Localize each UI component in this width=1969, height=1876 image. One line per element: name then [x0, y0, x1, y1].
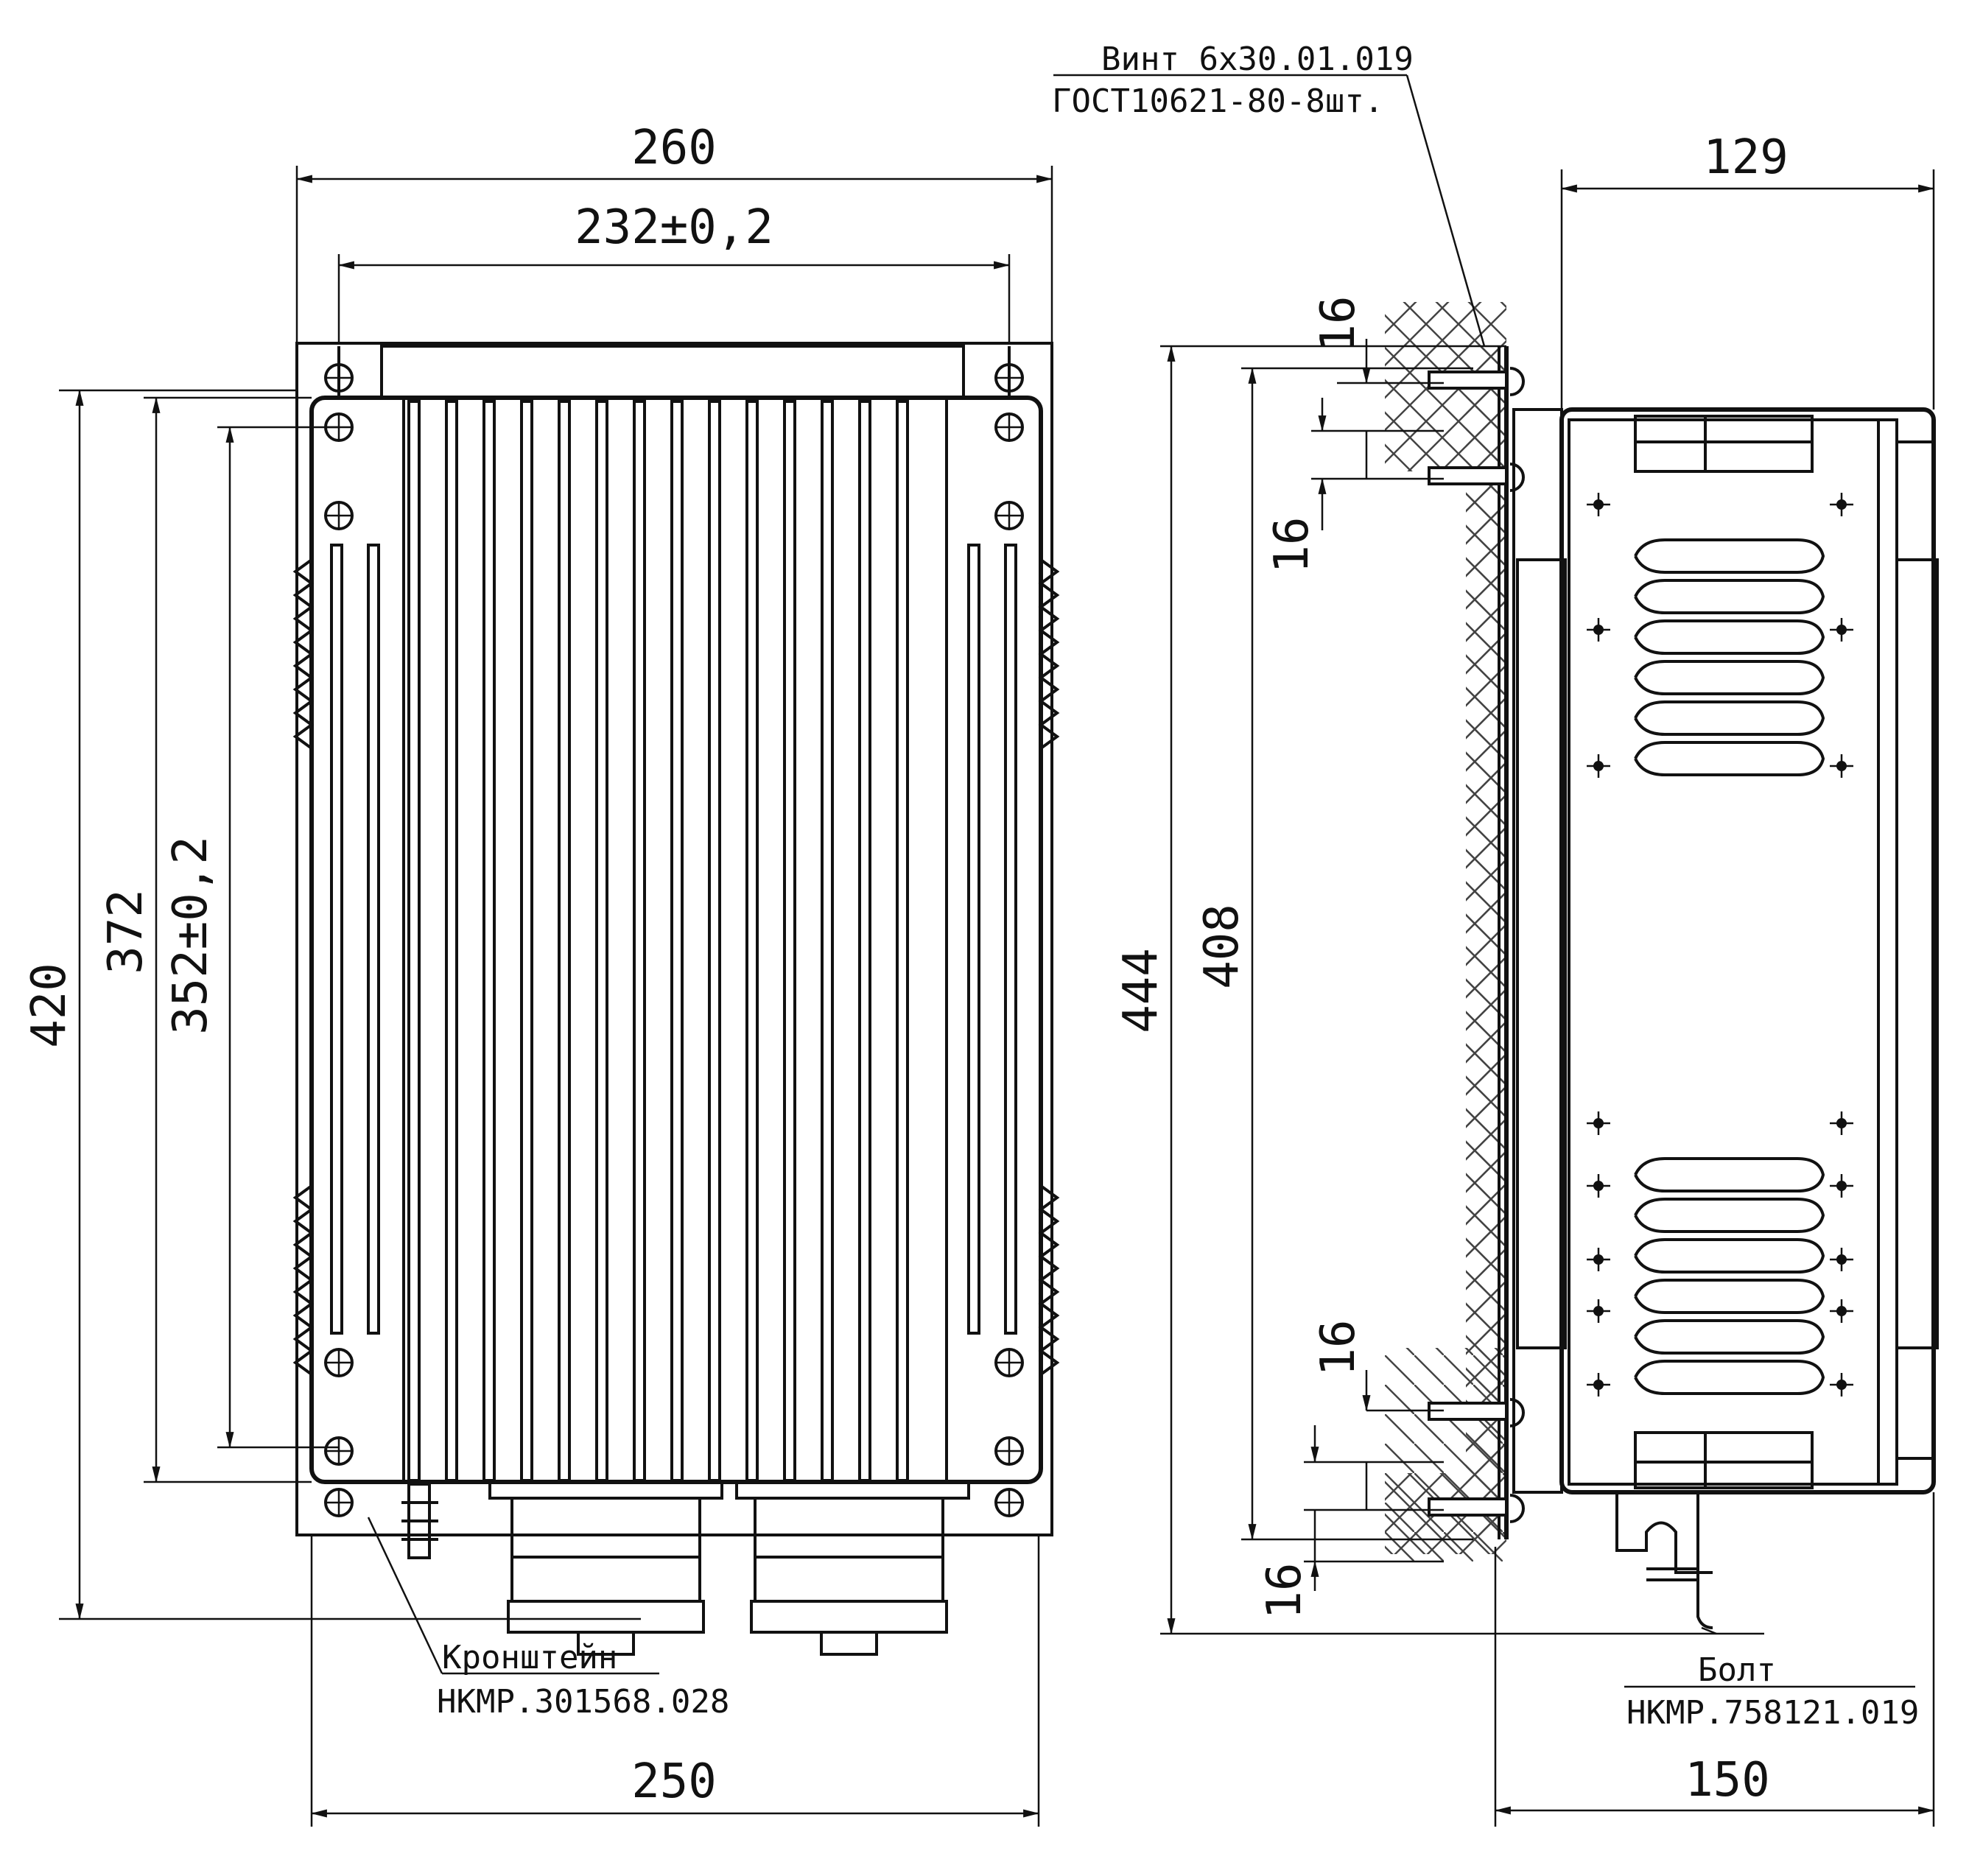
dim-bottom-offset-2: 16 — [1257, 1562, 1312, 1619]
mounting-hole — [994, 412, 1024, 442]
heat-sink-fins — [402, 398, 948, 1482]
side-serrations — [292, 558, 1060, 1376]
louvers — [1634, 538, 1825, 1395]
fin — [858, 400, 871, 1482]
serration — [1038, 558, 1060, 750]
fin — [783, 400, 796, 1482]
dim-depth-bottom: 150 — [1685, 1753, 1770, 1808]
louver — [1634, 1157, 1825, 1192]
rivet — [1587, 1373, 1610, 1397]
louver — [1634, 660, 1825, 695]
rivet — [1830, 1111, 1853, 1135]
louver — [1634, 700, 1825, 736]
mounting-hole — [324, 1436, 354, 1466]
mounting-hole — [324, 363, 354, 393]
louver — [1634, 1360, 1825, 1395]
mounting-hole — [324, 501, 354, 530]
rivet — [1587, 754, 1610, 778]
mounting-hole — [324, 1488, 354, 1517]
mounting-hole — [994, 1436, 1024, 1466]
dim-top-offset-1: 16 — [1311, 295, 1366, 352]
rivet — [1830, 618, 1853, 642]
bracket-callout-line1: Кронштейн — [442, 1639, 617, 1676]
top-bracket-strip — [380, 345, 965, 399]
rivet — [1587, 1248, 1610, 1271]
dim-overall-height: 420 — [22, 963, 77, 1048]
dim-bottom-offset-1: 16 — [1311, 1319, 1366, 1376]
louver — [1634, 1279, 1825, 1314]
dim-side-inner-height: 408 — [1195, 904, 1249, 989]
fin — [670, 400, 684, 1482]
right-slot-1 — [967, 544, 980, 1335]
serration — [1038, 1184, 1060, 1376]
rivet — [1830, 1299, 1853, 1323]
fin — [633, 400, 646, 1482]
screws-top — [1428, 367, 1525, 492]
louver — [1634, 741, 1825, 776]
left-slot-1 — [330, 544, 343, 1335]
louver — [1634, 579, 1825, 614]
screw-callout-line1: Винт 6х30.01.019 — [1101, 41, 1414, 78]
louver — [1634, 538, 1825, 574]
dim-mid-height: 372 — [99, 889, 153, 974]
dim-bottom-width: 250 — [631, 1754, 717, 1809]
louver — [1634, 619, 1825, 655]
serration — [292, 1184, 315, 1376]
rivet — [1587, 618, 1610, 642]
fin — [558, 400, 571, 1482]
bolt-bracket — [1615, 1492, 1713, 1629]
rivet — [1587, 1174, 1610, 1198]
mounting-hole — [994, 501, 1024, 530]
dim-depth-top: 129 — [1703, 130, 1789, 185]
rivet — [1587, 1299, 1610, 1323]
front-outer-outline — [295, 342, 1053, 1536]
rivet — [1830, 1248, 1853, 1271]
fin — [708, 400, 721, 1482]
dim-side-overall-height: 444 — [1114, 948, 1168, 1033]
dim-top-offset-2: 16 — [1265, 516, 1319, 573]
mounting-holes — [324, 363, 1024, 1517]
rivet — [1587, 1111, 1610, 1135]
mounting-hole — [994, 363, 1024, 393]
fin — [745, 400, 759, 1482]
bracket-callout-line2: НКМР.301568.028 — [437, 1683, 729, 1721]
front-body — [309, 396, 1043, 1484]
left-slot-2 — [367, 544, 380, 1335]
bolt-callout-line2: НКМР.758121.019 — [1626, 1694, 1919, 1732]
fin — [595, 400, 608, 1482]
fin — [821, 400, 834, 1482]
mounting-hole — [994, 1488, 1024, 1517]
louver — [1634, 1238, 1825, 1273]
rivet — [1830, 754, 1853, 778]
rivet — [1830, 493, 1853, 516]
fin — [445, 400, 458, 1482]
mounting-hole — [324, 1348, 354, 1377]
dim-overall-width: 260 — [631, 121, 717, 175]
rivets — [1587, 493, 1853, 1397]
side-view: 129 150 444 408 16 16 16 16 Винт 6х30.01… — [1052, 41, 1939, 1827]
screw-callout-line2: ГОСТ10621-80-8шт. — [1052, 82, 1383, 120]
fin — [520, 400, 533, 1482]
fin — [482, 400, 496, 1482]
bolt-callout-line1: Болт — [1698, 1651, 1776, 1689]
fin — [407, 400, 421, 1482]
fin — [896, 400, 909, 1482]
louver — [1634, 1319, 1825, 1355]
dim-hole-spacing-height: 352±0,2 — [164, 836, 218, 1035]
dim-hole-spacing-width: 232±0,2 — [575, 200, 773, 255]
rivet — [1830, 1174, 1853, 1198]
front-view: 260 232±0,2 250 420 372 352±0,2 Кронштей… — [22, 121, 1060, 1827]
louver — [1634, 1198, 1825, 1233]
mounting-panel-bottom — [1385, 1348, 1506, 1561]
right-slot-2 — [1004, 544, 1017, 1335]
serration — [292, 558, 315, 750]
rivet — [1587, 493, 1610, 516]
mounting-hole — [994, 1348, 1024, 1377]
bottom-connectors — [401, 1480, 970, 1656]
rivet — [1830, 1373, 1853, 1397]
